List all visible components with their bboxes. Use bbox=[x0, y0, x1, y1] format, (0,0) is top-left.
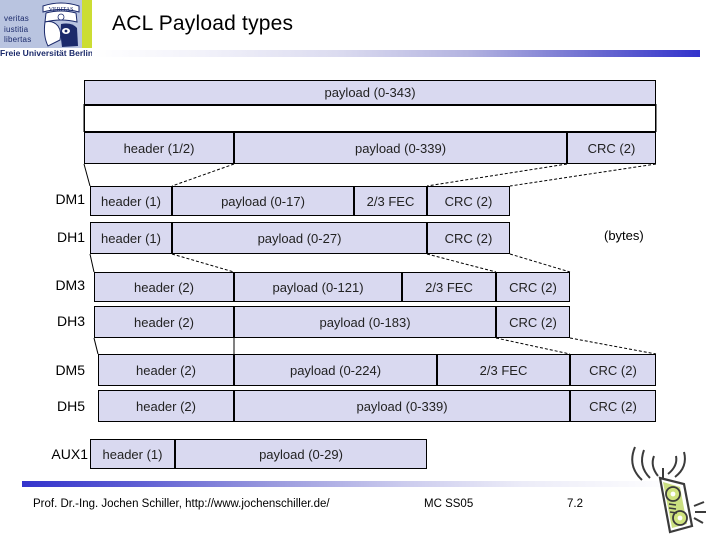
cell-spacer-top bbox=[84, 105, 656, 132]
logo-motto-line-3: libertas bbox=[4, 35, 32, 44]
cell-dm3-header-2: header (2) bbox=[94, 272, 234, 302]
cell-dm1-crc-2: CRC (2) bbox=[427, 186, 510, 216]
cell-dh5-header-2: header (2) bbox=[98, 390, 234, 422]
cell-dm5-payload-0-224: payload (0-224) bbox=[234, 354, 437, 386]
row-label-dh1: DH1 bbox=[56, 229, 85, 245]
cell-header-1-2: header (1/2) bbox=[84, 132, 234, 164]
row-label-dm1: DM1 bbox=[55, 191, 85, 207]
logo-motto-line-1: veritas bbox=[4, 14, 29, 23]
cell-crc-2-top: CRC (2) bbox=[567, 132, 656, 164]
svg-text:VERITAS: VERITAS bbox=[49, 7, 74, 13]
cell-dm5-fec: 2/3 FEC bbox=[437, 354, 570, 386]
university-logo: VERITAS veritas iustitia libertas Freie … bbox=[0, 0, 93, 62]
cell-payload-0-343: payload (0-343) bbox=[84, 80, 656, 105]
cell-payload-0-339-top: payload (0-339) bbox=[234, 132, 567, 164]
cell-aux1-payload-0-29: payload (0-29) bbox=[175, 439, 427, 469]
cell-dh5-payload-0-339: payload (0-339) bbox=[234, 390, 570, 422]
university-seal-icon: VERITAS bbox=[40, 0, 82, 48]
footer-author: Prof. Dr.-Ing. Jochen Schiller, http://w… bbox=[33, 498, 330, 510]
footer-page-number: 7.2 bbox=[567, 498, 583, 510]
cell-dm3-payload-0-121: payload (0-121) bbox=[234, 272, 402, 302]
university-name: Freie Universität Berlin bbox=[0, 48, 94, 58]
cell-dh3-payload-0-183: payload (0-183) bbox=[234, 306, 496, 338]
row-label-dm5: DM5 bbox=[55, 362, 85, 378]
cell-aux1-header-1: header (1) bbox=[90, 439, 175, 469]
cell-dh1-payload-0-27: payload (0-27) bbox=[172, 222, 427, 254]
footer-course: MC SS05 bbox=[424, 498, 474, 510]
cell-dm3-fec: 2/3 FEC bbox=[402, 272, 496, 302]
logo-motto: veritas iustitia libertas bbox=[4, 14, 60, 46]
row-label-aux1: AUX1 bbox=[51, 446, 88, 462]
cell-dm1-fec: 2/3 FEC bbox=[354, 186, 427, 216]
cordless-phone-icon bbox=[614, 444, 714, 536]
cell-dh3-crc-2: CRC (2) bbox=[496, 306, 570, 338]
page-title: ACL Payload types bbox=[112, 12, 294, 35]
row-label-dh3: DH3 bbox=[56, 313, 85, 329]
cell-dh1-crc-2: CRC (2) bbox=[427, 222, 510, 254]
cell-dm1-header-1: header (1) bbox=[90, 186, 172, 216]
footer-divider bbox=[22, 481, 682, 487]
units-label: (bytes) bbox=[604, 228, 644, 243]
row-label-dh5: DH5 bbox=[56, 398, 85, 414]
header-divider bbox=[92, 50, 700, 57]
cell-dm5-crc-2: CRC (2) bbox=[570, 354, 656, 386]
cell-dm1-payload-0-17: payload (0-17) bbox=[172, 186, 354, 216]
cell-dm5-header-2: header (2) bbox=[98, 354, 234, 386]
cell-dh5-crc-2: CRC (2) bbox=[570, 390, 656, 422]
row-label-dm3: DM3 bbox=[55, 277, 85, 293]
logo-motto-line-2: iustitia bbox=[4, 24, 29, 34]
cell-dh3-header-2: header (2) bbox=[94, 306, 234, 338]
cell-dm3-crc-2: CRC (2) bbox=[496, 272, 570, 302]
cell-dh1-header-1: header (1) bbox=[90, 222, 172, 254]
